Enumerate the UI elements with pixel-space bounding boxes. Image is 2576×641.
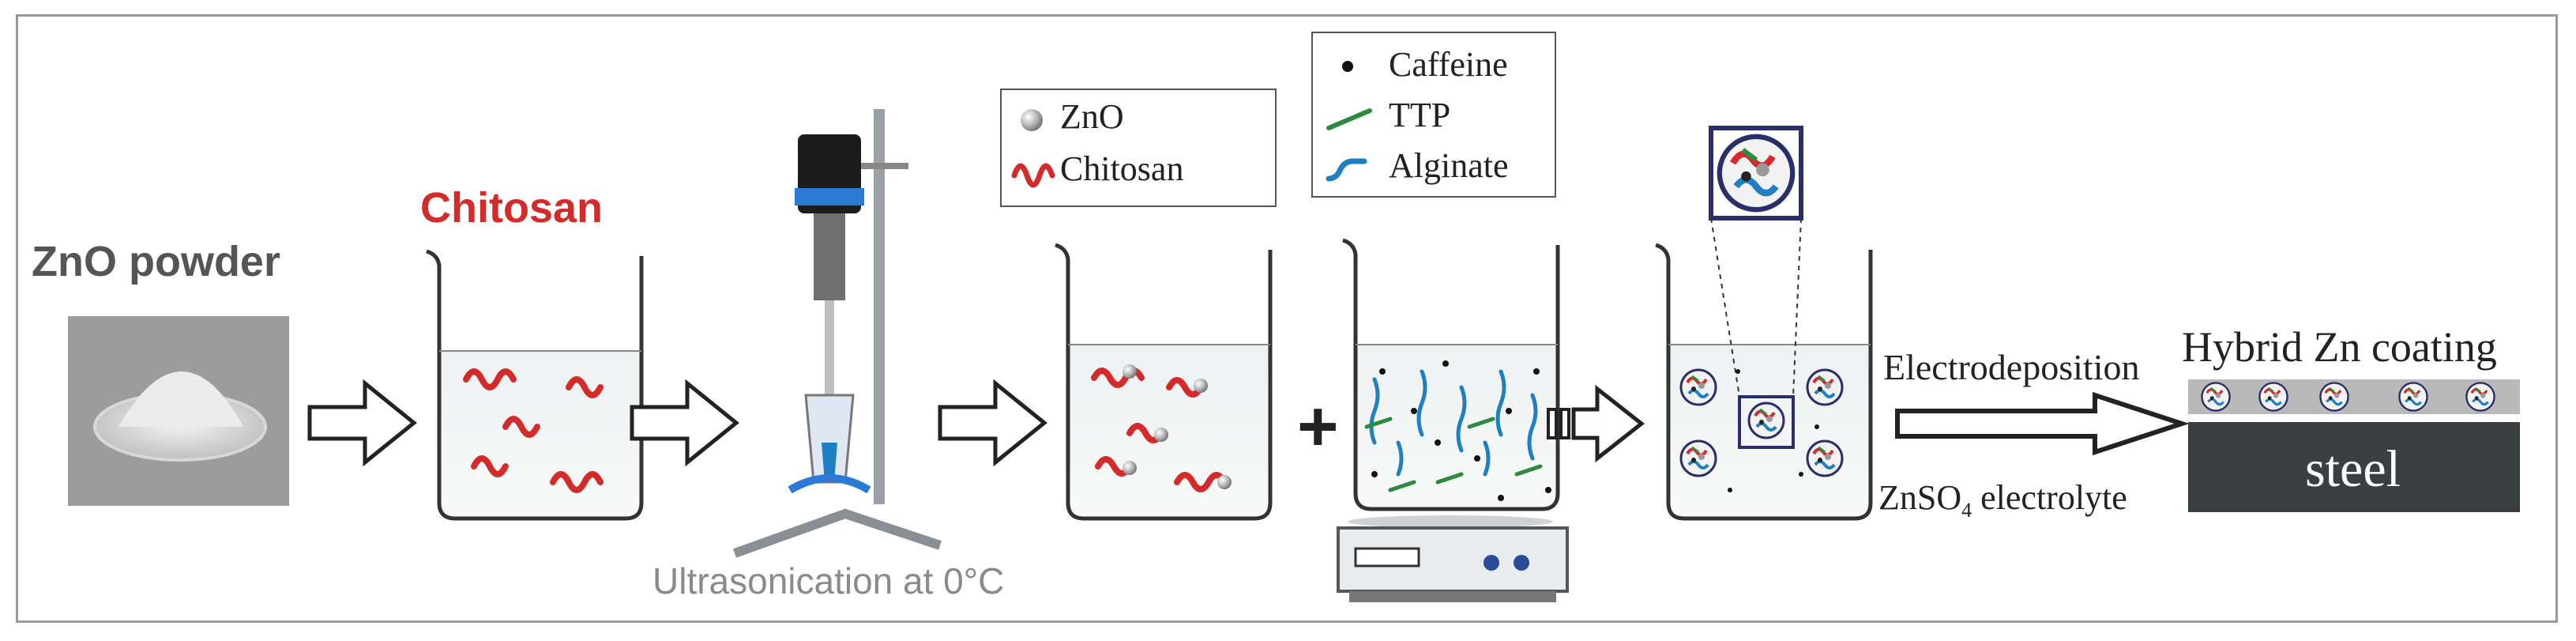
legend-box-right: Caffeine TTP Alginate — [1311, 32, 1556, 198]
electrolyte-tail: electrolyte — [1972, 478, 2127, 517]
ultrasonicator — [732, 109, 942, 558]
legend-item-alginate: Alginate — [1389, 146, 1509, 185]
beaker-particles — [1655, 126, 1873, 521]
legend-item-caffeine: Caffeine — [1389, 45, 1508, 84]
ultrasonication-label: Ultrasonication at 0°C — [652, 560, 1005, 601]
plus-sign: + — [1297, 387, 1339, 466]
electrolyte-main: ZnSO — [1878, 478, 1962, 517]
steel-label: steel — [2305, 440, 2401, 498]
hybrid-coating-label: Hybrid Zn coating — [2182, 323, 2497, 371]
coated-steel — [2188, 379, 2520, 512]
beaker-zno-chitosan — [1055, 243, 1273, 521]
legend-box-left: ZnO Chitosan — [1000, 89, 1277, 207]
legend-item-ttp: TTP — [1389, 96, 1451, 134]
legend-item-chitosan: Chitosan — [1060, 149, 1184, 188]
electrolyte-subscript: 4 — [1961, 498, 1972, 522]
arrow-4 — [1547, 384, 1645, 463]
zno-powder-label: ZnO powder — [32, 238, 280, 285]
arrow-electrodeposition — [1895, 391, 2190, 456]
arrow-2 — [630, 379, 739, 467]
zno-powder-photo — [68, 316, 289, 506]
arrow-3 — [938, 379, 1047, 467]
beaker-additives — [1337, 238, 1569, 602]
chitosan-label: Chitosan — [420, 184, 604, 232]
arrow-1 — [307, 379, 417, 467]
beaker-chitosan — [426, 249, 644, 521]
electrolyte-label: ZnSO4 electrolyte — [1878, 477, 2127, 522]
legend-item-zno: ZnO — [1060, 97, 1124, 136]
electrodeposition-label: Electrodeposition — [1883, 347, 2140, 387]
